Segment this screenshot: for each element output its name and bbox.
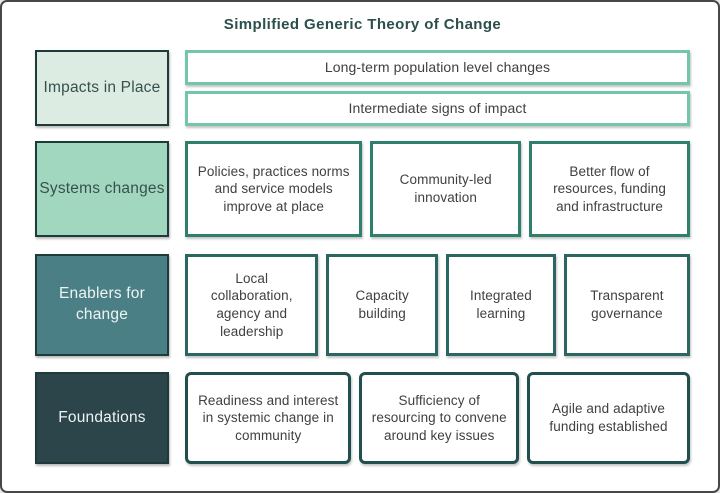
row-label-foundations: Foundations <box>35 372 169 464</box>
box-sufficiency-of-resourcing: Sufficiency of resourcing to convene aro… <box>359 372 519 464</box>
box-transparent-governance: Transparent governance <box>563 254 690 356</box>
box-policies-practices-norms: Policies, practices norms and service mo… <box>185 141 363 237</box>
box-readiness-and-interest: Readiness and interest in systemic chang… <box>185 372 352 464</box>
row-systems-changes: Systems changes Policies, practices norm… <box>35 141 690 237</box>
row-impacts-in-place: Impacts in Place Long-term population le… <box>35 50 690 126</box>
box-agile-adaptive-funding: Agile and adaptive funding established <box>527 372 690 464</box>
box-intermediate-signs-of-impact: Intermediate signs of impact <box>185 91 690 126</box>
row-enablers-for-change: Enablers for change Local collaboration,… <box>35 254 690 356</box>
box-community-led-innovation: Community-led innovation <box>370 141 522 237</box>
row-label-systems-changes: Systems changes <box>35 141 169 237</box>
box-integrated-learning: Integrated learning <box>445 254 556 356</box>
row-foundations-content: Readiness and interest in systemic chang… <box>185 372 690 464</box>
row-systems-content: Policies, practices norms and service mo… <box>185 141 690 237</box>
box-better-flow-of-resources: Better flow of resources, funding and in… <box>529 141 690 237</box>
row-enablers-content: Local collaboration, agency and leadersh… <box>185 254 690 356</box>
row-foundations: Foundations Readiness and interest in sy… <box>35 372 690 464</box>
box-local-collaboration: Local collaboration, agency and leadersh… <box>185 254 319 356</box>
row-label-enablers-for-change: Enablers for change <box>35 254 169 356</box>
row-label-impacts-in-place: Impacts in Place <box>35 50 169 126</box>
box-capacity-building: Capacity building <box>326 254 438 356</box>
box-long-term-population-changes: Long-term population level changes <box>185 50 690 85</box>
diagram-title: Simplified Generic Theory of Change <box>223 16 502 33</box>
row-impacts-content: Long-term population level changes Inter… <box>185 50 690 126</box>
